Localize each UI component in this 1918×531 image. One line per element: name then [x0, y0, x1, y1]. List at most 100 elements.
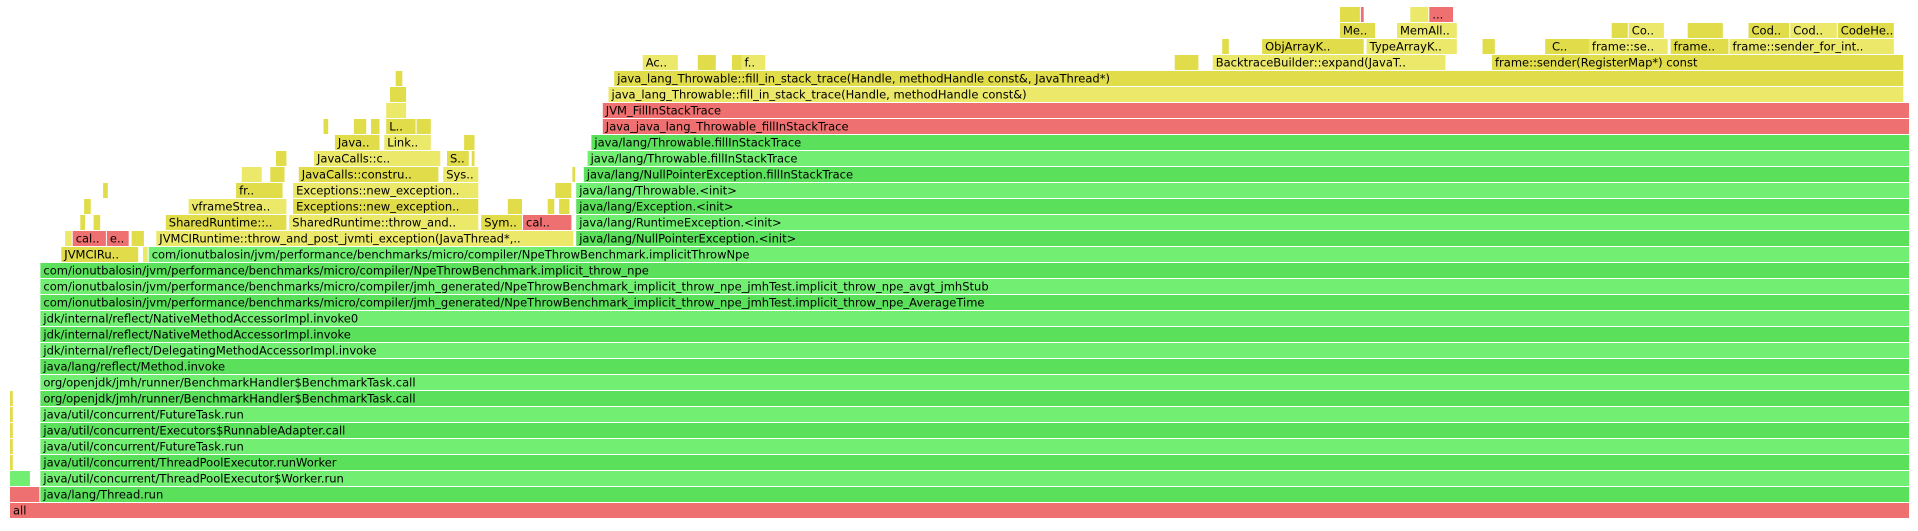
flame-frame-bar[interactable]	[40, 391, 1909, 406]
flame-frame[interactable]: Java_java_lang_Throwable_fillInStackTrac…	[602, 119, 1909, 134]
flame-frame[interactable]	[547, 199, 555, 214]
flame-frame[interactable]: MemAll..	[1397, 23, 1457, 38]
flame-frame-bar[interactable]	[84, 199, 91, 214]
flame-frame-bar[interactable]	[293, 183, 479, 198]
flame-frame-bar[interactable]	[10, 407, 13, 422]
flame-frame[interactable]	[143, 247, 148, 262]
flame-frame[interactable]	[131, 231, 144, 246]
flame-frame[interactable]	[80, 215, 85, 230]
flame-frame[interactable]	[1174, 55, 1199, 70]
flame-frame[interactable]: f..	[741, 55, 766, 70]
flame-frame[interactable]	[10, 407, 13, 422]
flame-frame[interactable]: jdk/internal/reflect/NativeMethodAccesso…	[40, 327, 1909, 342]
flame-frame-bar[interactable]	[390, 87, 407, 102]
flame-frame[interactable]: frame..	[1670, 39, 1729, 54]
flame-frame[interactable]	[10, 439, 13, 454]
flame-frame[interactable]: TypeArrayK..	[1366, 39, 1457, 54]
flame-frame-bar[interactable]	[1410, 7, 1429, 22]
flame-frame[interactable]: com/ionutbalosin/jvm/performance/benchma…	[148, 247, 1910, 262]
flame-frame[interactable]: java/util/concurrent/ThreadPoolExecutor$…	[40, 471, 1909, 486]
flame-frame-bar[interactable]	[40, 375, 1909, 390]
flame-frame[interactable]: Sym..	[481, 215, 522, 230]
flame-frame-bar[interactable]	[447, 151, 469, 166]
flame-frame-bar[interactable]	[103, 183, 108, 198]
flame-frame-bar[interactable]	[416, 119, 431, 134]
flame-frame[interactable]	[65, 231, 72, 246]
flame-frame-bar[interactable]	[10, 391, 13, 406]
flame-frame[interactable]: java_lang_Throwable::fill_in_stack_trace…	[614, 71, 1904, 86]
flame-frame-bar[interactable]	[1611, 23, 1628, 38]
flame-frame-bar[interactable]	[583, 167, 1909, 182]
flame-frame-bar[interactable]	[10, 471, 30, 486]
flame-frame-bar[interactable]	[40, 295, 1909, 310]
flame-frame[interactable]	[10, 391, 13, 406]
flame-frame[interactable]: java/lang/NullPointerException.fillInSta…	[583, 167, 1909, 182]
flame-frame-bar[interactable]	[10, 455, 13, 470]
flame-frame-bar[interactable]	[40, 439, 1909, 454]
flame-frame[interactable]: java/lang/Exception.<init>	[576, 199, 1910, 214]
flame-frame[interactable]: Cod..	[1748, 23, 1790, 38]
flame-frame[interactable]: CodeHe..	[1837, 23, 1894, 38]
flame-frame-bar[interactable]	[334, 135, 380, 150]
flame-frame-bar[interactable]	[587, 151, 1909, 166]
flame-frame-bar[interactable]	[188, 199, 287, 214]
flame-frame-bar[interactable]	[1588, 39, 1668, 54]
flame-frame[interactable]	[572, 167, 576, 182]
flame-frame[interactable]: Link..	[384, 135, 431, 150]
flame-frame[interactable]: org/openjdk/jmh/runner/BenchmarkHandler$…	[40, 375, 1909, 390]
flame-frame[interactable]: jdk/internal/reflect/DelegatingMethodAcc…	[40, 343, 1909, 358]
flame-frame[interactable]	[395, 71, 403, 86]
flame-frame[interactable]	[555, 183, 572, 198]
flame-frame[interactable]: SharedRuntime::throw_and..	[289, 215, 479, 230]
flame-frame-bar[interactable]	[1837, 23, 1894, 38]
flame-frame-bar[interactable]	[1340, 23, 1376, 38]
flame-frame-bar[interactable]	[40, 263, 1909, 278]
flame-frame[interactable]: java/lang/reflect/Method.invoke	[40, 359, 1909, 374]
flame-frame[interactable]: JVMCIRu..	[61, 247, 139, 262]
flame-frame[interactable]: JVMCIRuntime::throw_and_post_jvmti_excep…	[156, 231, 574, 246]
flame-frame-bar[interactable]	[143, 247, 148, 262]
flame-frame-bar[interactable]	[72, 231, 106, 246]
flame-frame-bar[interactable]	[608, 87, 1904, 102]
flame-frame[interactable]: fr..	[236, 183, 283, 198]
flame-frame[interactable]	[1687, 23, 1723, 38]
flame-frame-bar[interactable]	[314, 151, 441, 166]
flame-frame[interactable]	[10, 455, 13, 470]
flame-frame[interactable]: S..	[447, 151, 469, 166]
flame-frame-bar[interactable]	[1212, 55, 1446, 70]
flame-frame[interactable]	[1340, 7, 1360, 22]
flame-frame-bar[interactable]	[1429, 7, 1453, 22]
flame-frame-bar[interactable]	[40, 311, 1909, 326]
flame-frame[interactable]	[10, 471, 30, 486]
flame-frame[interactable]: Ac..	[642, 55, 678, 70]
flame-frame-bar[interactable]	[298, 167, 439, 182]
flame-frame-bar[interactable]	[241, 167, 262, 182]
flame-frame-bar[interactable]	[40, 327, 1909, 342]
flame-frame[interactable]: java/util/concurrent/FutureTask.run	[40, 407, 1909, 422]
flame-frame[interactable]: java/lang/Throwable.fillInStackTrace	[591, 135, 1909, 150]
flame-frame[interactable]	[371, 119, 380, 134]
flame-frame[interactable]: SharedRuntime::..	[165, 215, 287, 230]
flame-frame-bar[interactable]	[1222, 39, 1229, 54]
flame-frame-bar[interactable]	[1748, 23, 1790, 38]
flame-frame-bar[interactable]	[395, 71, 403, 86]
flame-frame[interactable]: JavaCalls::constru..	[298, 167, 439, 182]
flame-frame-bar[interactable]	[165, 215, 287, 230]
flame-frame[interactable]: com/ionutbalosin/jvm/performance/benchma…	[40, 279, 1909, 294]
flame-frame[interactable]: com/ionutbalosin/jvm/performance/benchma…	[40, 263, 1909, 278]
flame-frame[interactable]: frame::sender(RegisterMap*) const	[1492, 55, 1904, 70]
flame-frame-bar[interactable]	[293, 199, 479, 214]
flame-frame-bar[interactable]	[93, 215, 101, 230]
flame-frame[interactable]: frame::se..	[1588, 39, 1668, 54]
flame-frame[interactable]	[1410, 7, 1429, 22]
flame-frame-bar[interactable]	[10, 487, 40, 502]
flame-frame[interactable]	[93, 215, 101, 230]
flame-frame[interactable]	[386, 103, 407, 118]
flame-frame-bar[interactable]	[1549, 39, 1590, 54]
flame-frame[interactable]	[1222, 39, 1229, 54]
flame-frame-bar[interactable]	[65, 231, 72, 246]
flame-frame[interactable]	[559, 199, 570, 214]
flame-frame-bar[interactable]	[614, 71, 1904, 86]
flame-frame-bar[interactable]	[156, 231, 574, 246]
flame-frame[interactable]: Co..	[1628, 23, 1664, 38]
